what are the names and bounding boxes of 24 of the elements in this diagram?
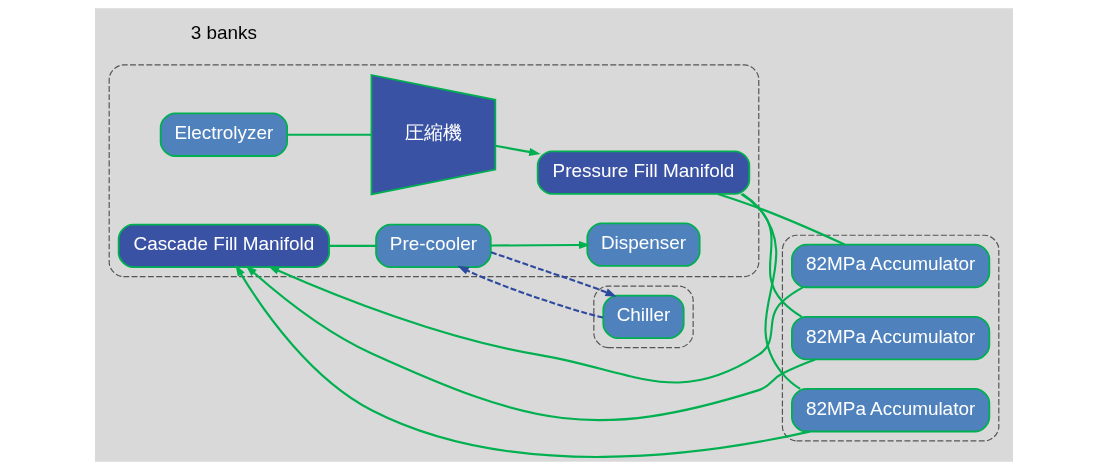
node-box: Dispenser xyxy=(586,222,701,267)
node-box: Pre-cooler xyxy=(375,223,492,269)
cluster xyxy=(781,234,1000,442)
connector xyxy=(717,192,846,246)
connector xyxy=(287,133,372,136)
node-box: 82MPa Accumulator xyxy=(791,243,991,289)
arrow xyxy=(495,144,541,156)
connector xyxy=(740,193,803,318)
node-box: Cascade Fill Manifold xyxy=(117,223,330,269)
arrow xyxy=(267,266,804,384)
connector xyxy=(329,244,376,247)
arrow xyxy=(490,241,591,250)
node-box: Electrolyzer xyxy=(159,112,289,157)
node-box: Chiller xyxy=(602,294,685,339)
connector xyxy=(741,192,801,390)
arrow xyxy=(245,265,816,422)
arrow xyxy=(457,265,604,319)
arrow xyxy=(235,264,810,458)
label: 3 banks xyxy=(190,21,257,43)
node-box: 82MPa Accumulator xyxy=(791,388,991,433)
node-box: 圧縮機 xyxy=(370,73,497,196)
node-box: 82MPa Accumulator xyxy=(791,315,991,361)
arrow xyxy=(490,251,617,297)
node-box: Pressure Fill Manifold xyxy=(536,150,751,195)
